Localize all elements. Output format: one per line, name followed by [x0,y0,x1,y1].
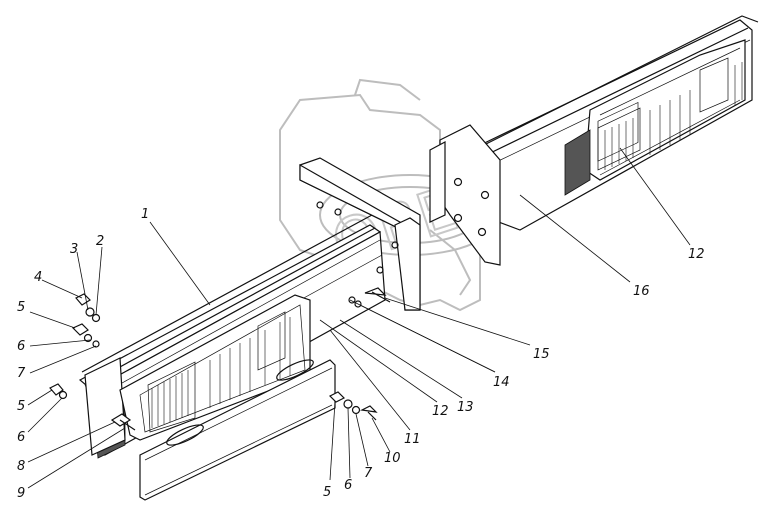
callout-8: 8 [17,459,25,474]
fasteners-lower [328,391,378,421]
skid-plate [139,359,336,501]
callout-9: 9 [17,486,25,501]
end-plate [299,157,421,311]
callout-1: 1 [141,207,149,222]
fasteners-center [348,287,391,308]
front-casing [119,294,311,441]
mounting-bracket-upper [429,124,501,266]
fasteners-left [49,293,136,431]
callout-16: 16 [633,284,650,299]
callout-10: 10 [384,451,401,466]
callouts: 1 2 3 4 5 6 7 5 6 8 9 5 6 7 10 11 12 13 … [17,207,705,501]
callout-5b: 5 [17,399,25,414]
callout-2: 2 [96,234,104,249]
callout-13: 13 [457,400,474,415]
callout-12a: 12 [432,404,449,419]
callout-6c: 6 [344,478,352,493]
rear-beam [469,15,759,231]
callout-3: 3 [70,242,78,257]
callout-15: 15 [533,347,550,362]
leader-lines [27,147,691,489]
callout-7a: 7 [17,366,26,381]
callout-7c: 7 [364,466,373,481]
callout-5c: 5 [323,485,331,500]
callout-6b: 6 [17,430,25,445]
callout-12b: 12 [688,247,705,262]
callout-11: 11 [404,432,421,447]
callout-5a: 5 [17,300,25,315]
callout-6a: 6 [17,339,25,354]
callout-14: 14 [493,375,510,390]
callout-4: 4 [34,270,42,285]
